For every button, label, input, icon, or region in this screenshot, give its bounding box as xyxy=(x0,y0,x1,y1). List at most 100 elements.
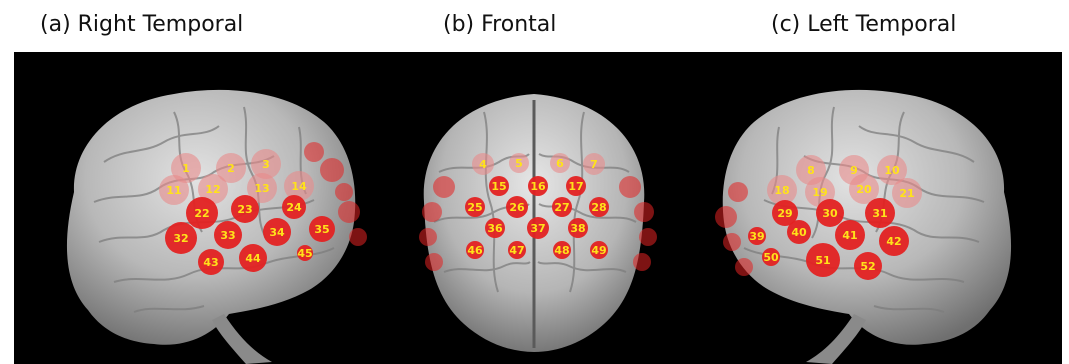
edge-channel-blob xyxy=(639,228,657,246)
brain-left-temporal xyxy=(723,90,1011,364)
channel-label: 3 xyxy=(262,158,270,171)
channel-label: 1 xyxy=(182,162,190,175)
channel-43: 43 xyxy=(198,249,224,275)
channel-label: 19 xyxy=(812,186,827,199)
channel-label: 23 xyxy=(237,203,252,216)
edge-channel-blob xyxy=(425,253,443,271)
channel-6: 6 xyxy=(550,153,570,173)
channel-label: 26 xyxy=(509,201,525,214)
channel-label: 41 xyxy=(842,229,857,242)
brain-image-panel: 1231112131422232432333435434445 45671516… xyxy=(14,52,1062,364)
channel-label: 14 xyxy=(291,180,307,193)
channel-label: 34 xyxy=(269,226,285,239)
channel-46: 46 xyxy=(466,241,484,259)
channel-label: 10 xyxy=(884,164,900,177)
channel-label: 40 xyxy=(791,226,807,239)
channel-35: 35 xyxy=(309,216,335,242)
channel-label: 35 xyxy=(314,223,329,236)
channel-50: 50 xyxy=(762,248,780,266)
title-right-temporal: (a) Right Temporal xyxy=(40,12,243,37)
channel-label: 25 xyxy=(467,201,482,214)
channel-16: 16 xyxy=(528,176,548,196)
channel-51: 51 xyxy=(806,243,840,277)
channel-15: 15 xyxy=(489,176,509,196)
channel-31: 31 xyxy=(865,198,895,228)
channel-37: 37 xyxy=(527,217,549,239)
channel-42: 42 xyxy=(879,226,909,256)
edge-channel-blob xyxy=(320,158,344,182)
channel-17: 17 xyxy=(566,176,586,196)
channel-label: 36 xyxy=(487,222,503,235)
channel-label: 30 xyxy=(822,207,838,220)
edge-channel-blob xyxy=(633,253,651,271)
channel-label: 4 xyxy=(479,158,487,171)
channel-36: 36 xyxy=(485,218,505,238)
channel-39: 39 xyxy=(748,227,766,245)
edge-channel-blob xyxy=(715,206,737,228)
channel-label: 46 xyxy=(467,244,483,257)
channel-label: 43 xyxy=(203,256,218,269)
channel-label: 11 xyxy=(166,184,181,197)
channel-label: 32 xyxy=(173,232,188,245)
edge-channel-blob xyxy=(335,183,353,201)
channel-label: 49 xyxy=(591,244,606,257)
channel-4: 4 xyxy=(472,153,494,175)
channel-27: 27 xyxy=(552,197,572,217)
edge-channel-blob xyxy=(723,233,741,251)
channel-label: 44 xyxy=(245,252,261,265)
channel-label: 42 xyxy=(886,235,901,248)
channel-label: 7 xyxy=(590,158,598,171)
edge-channel-blob xyxy=(304,142,324,162)
channel-label: 15 xyxy=(491,180,506,193)
channel-label: 37 xyxy=(530,222,545,235)
channel-label: 27 xyxy=(554,201,569,214)
channel-label: 2 xyxy=(227,162,235,175)
figure-titles: (a) Right Temporal (b) Frontal (c) Left … xyxy=(0,0,1069,50)
channel-47: 47 xyxy=(508,241,526,259)
channel-32: 32 xyxy=(165,222,197,254)
channel-45: 45 xyxy=(297,245,313,261)
channel-label: 9 xyxy=(850,164,858,177)
channel-label: 24 xyxy=(286,201,302,214)
edge-channel-blob xyxy=(728,182,748,202)
brain-views: 1231112131422232432333435434445 45671516… xyxy=(14,52,1062,364)
channel-23: 23 xyxy=(231,195,259,223)
channel-48: 48 xyxy=(553,241,571,259)
edge-channel-blob xyxy=(735,258,753,276)
edge-channel-blob xyxy=(422,202,442,222)
channel-44: 44 xyxy=(239,244,267,272)
channel-49: 49 xyxy=(590,241,608,259)
channel-label: 38 xyxy=(570,222,585,235)
channel-label: 16 xyxy=(530,180,546,193)
channel-label: 21 xyxy=(899,187,914,200)
channel-label: 51 xyxy=(815,254,830,267)
channel-label: 17 xyxy=(568,180,583,193)
channel-label: 5 xyxy=(515,157,523,170)
channel-label: 22 xyxy=(194,207,209,220)
channel-label: 28 xyxy=(591,201,606,214)
edge-channel-blob xyxy=(433,176,455,198)
channel-label: 29 xyxy=(777,207,792,220)
channel-label: 39 xyxy=(749,230,764,243)
channel-label: 50 xyxy=(763,251,779,264)
edge-channel-blob xyxy=(619,176,641,198)
channel-label: 13 xyxy=(254,182,269,195)
channel-34: 34 xyxy=(263,218,291,246)
channel-label: 33 xyxy=(220,229,235,242)
channel-label: 47 xyxy=(509,244,524,257)
channel-22: 22 xyxy=(186,197,218,229)
channel-5: 5 xyxy=(509,153,529,173)
channel-label: 20 xyxy=(856,183,872,196)
title-left-temporal: (c) Left Temporal xyxy=(771,12,956,37)
channel-25: 25 xyxy=(465,197,485,217)
channel-label: 6 xyxy=(556,157,564,170)
title-frontal: (b) Frontal xyxy=(443,12,556,37)
channel-21: 21 xyxy=(892,178,922,208)
edge-channel-blob xyxy=(419,228,437,246)
channel-7: 7 xyxy=(583,153,605,175)
channel-52: 52 xyxy=(854,252,882,280)
channel-38: 38 xyxy=(568,218,588,238)
channel-11: 11 xyxy=(159,175,189,205)
channel-label: 8 xyxy=(807,164,815,177)
channel-label: 12 xyxy=(205,183,220,196)
